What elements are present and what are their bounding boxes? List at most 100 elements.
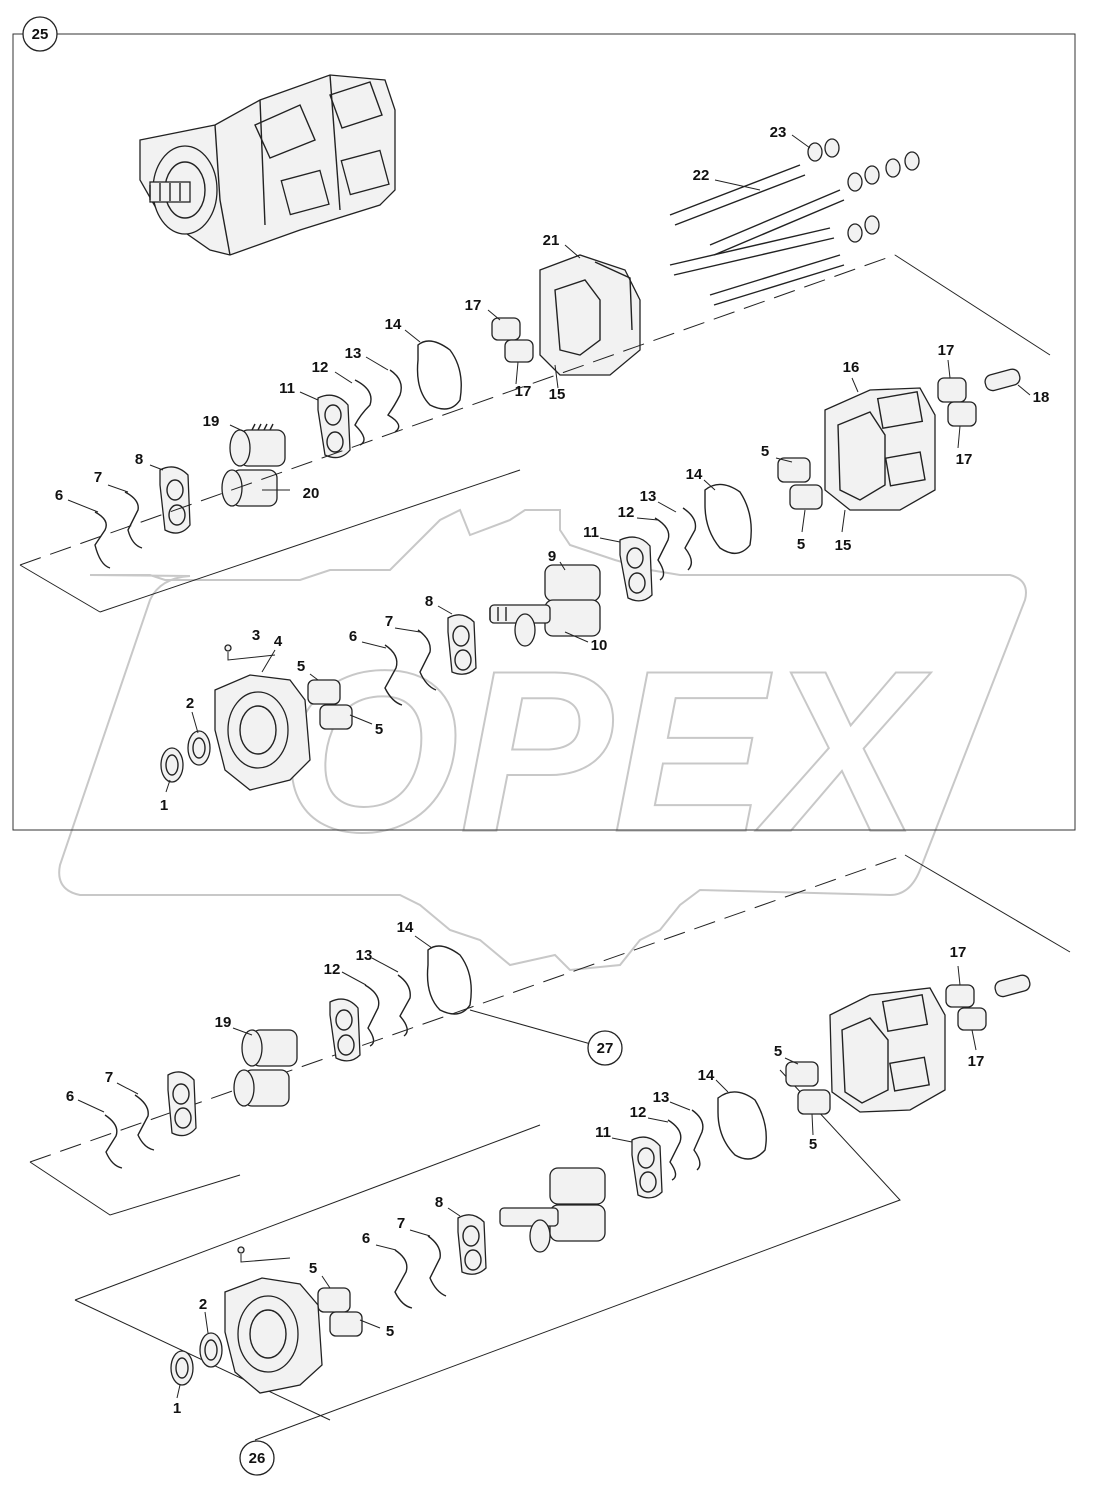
label-6-b: 6	[349, 628, 357, 645]
label-17-a: 17	[465, 297, 482, 314]
label-5-b: 5	[797, 536, 805, 553]
tie-rod-set	[669, 138, 920, 306]
seal-7-lower-b	[427, 1235, 447, 1297]
label-17-f: 17	[968, 1053, 985, 1070]
label-4-a: 4	[274, 633, 283, 650]
label-17-c: 17	[938, 342, 955, 359]
axis-upper	[19, 254, 896, 566]
gear-set-9-10	[489, 564, 601, 647]
label-13-c: 13	[356, 947, 373, 964]
label-17-d: 17	[956, 451, 973, 468]
seal-14-lower-a	[426, 945, 472, 1015]
seal-14-lower-b	[717, 1091, 767, 1160]
housing-16	[824, 387, 936, 511]
label-7-b: 7	[385, 613, 393, 630]
spring-18	[984, 368, 1021, 392]
bushing-5-lower-c	[317, 1287, 351, 1313]
bushing-17-lower-b	[957, 1007, 987, 1031]
label-19-a: 19	[203, 413, 220, 430]
bushing-17-lower-a	[945, 984, 975, 1008]
front-flange-4	[214, 644, 311, 791]
label-21: 21	[543, 232, 560, 249]
label-13-b: 13	[640, 488, 657, 505]
seal-14-middle	[704, 483, 752, 554]
bushing-5-lower-b	[797, 1089, 831, 1115]
seal-6-lower-b	[394, 1249, 413, 1309]
label-20: 20	[303, 485, 320, 502]
label-5-a: 5	[761, 443, 769, 460]
label-9: 9	[548, 548, 556, 565]
assembly-25-frame	[12, 33, 1076, 831]
seal-12-lower-a	[364, 984, 380, 1047]
bushing-17-right-b	[947, 401, 977, 427]
bushing-5-middle-b	[789, 484, 823, 510]
seal-13-upper	[386, 369, 402, 433]
label-12-b: 12	[618, 504, 635, 521]
wear-plate-8-middle	[447, 614, 477, 675]
label-6-d: 6	[362, 1230, 370, 1247]
callout-27: 27	[597, 1040, 614, 1057]
label-7-d: 7	[397, 1215, 405, 1232]
label-13-a: 13	[345, 345, 362, 362]
seal-12-lower-b	[667, 1119, 682, 1181]
label-15-a: 15	[549, 386, 566, 403]
label-7-a: 7	[94, 469, 102, 486]
label-5-f: 5	[809, 1136, 817, 1153]
label-3-a: 3	[252, 627, 260, 644]
seal-2-upper	[187, 730, 211, 766]
label-2-b: 2	[199, 1296, 207, 1313]
housing-lower	[829, 987, 946, 1113]
seal-7-middle	[417, 629, 437, 691]
gear-set-lower-b	[499, 1167, 606, 1253]
callout-circle-26	[239, 1440, 275, 1476]
label-1-a: 1	[160, 797, 168, 814]
gear-set-19-20	[221, 423, 286, 507]
label-18: 18	[1033, 389, 1050, 406]
label-19-b: 19	[215, 1014, 232, 1031]
housing-21	[539, 254, 641, 376]
label-17-b: 17	[515, 383, 532, 400]
seal-6-middle	[384, 644, 403, 706]
label-11-a: 11	[279, 380, 295, 397]
seal-14-upper	[416, 340, 462, 410]
callout-circle-25	[22, 16, 58, 52]
seal-12-middle	[654, 517, 670, 581]
bushing-17-right-a	[937, 377, 967, 403]
label-13-d: 13	[653, 1089, 670, 1106]
watermark-logo: OPEX	[58, 508, 1027, 972]
front-flange-lower	[224, 1246, 323, 1394]
label-7-c: 7	[105, 1069, 113, 1086]
pump-assembly-illustration	[139, 74, 396, 256]
label-1-b: 1	[173, 1400, 181, 1417]
spring-lower	[994, 974, 1031, 998]
watermark-text: OPEX	[280, 623, 931, 880]
label-15-b: 15	[835, 537, 852, 554]
callout-labels: 25 27 26 23 22 21 17 14 13 12 17 15 11 1…	[22, 16, 1050, 1476]
label-5-d: 5	[375, 721, 383, 738]
seal-13-middle	[682, 507, 697, 571]
bushing-5-lower-d	[329, 1311, 363, 1337]
label-14-d: 14	[698, 1067, 715, 1084]
bushing-17-upper	[491, 317, 534, 363]
label-8-c: 8	[435, 1194, 443, 1211]
label-12-d: 12	[630, 1104, 647, 1121]
label-6-a: 6	[55, 487, 63, 504]
seal-7-upper	[124, 491, 143, 549]
label-11-c: 11	[595, 1124, 611, 1141]
bushing-5-lower-a	[785, 1061, 819, 1087]
label-14-a: 14	[385, 316, 402, 333]
label-16: 16	[843, 359, 860, 376]
seal-13-lower-a	[397, 974, 411, 1037]
label-17-e: 17	[950, 944, 967, 961]
seal-12-upper	[354, 379, 372, 446]
label-11-b: 11	[583, 524, 599, 541]
bushing-5-front-a	[307, 679, 341, 705]
label-10: 10	[591, 637, 608, 654]
label-8-b: 8	[425, 593, 433, 610]
seal-13-lower-b	[691, 1109, 704, 1171]
gear-set-lower-a	[233, 1029, 298, 1107]
label-5-c: 5	[297, 658, 305, 675]
label-5-e: 5	[774, 1043, 782, 1060]
seal-2-lower	[199, 1332, 223, 1368]
